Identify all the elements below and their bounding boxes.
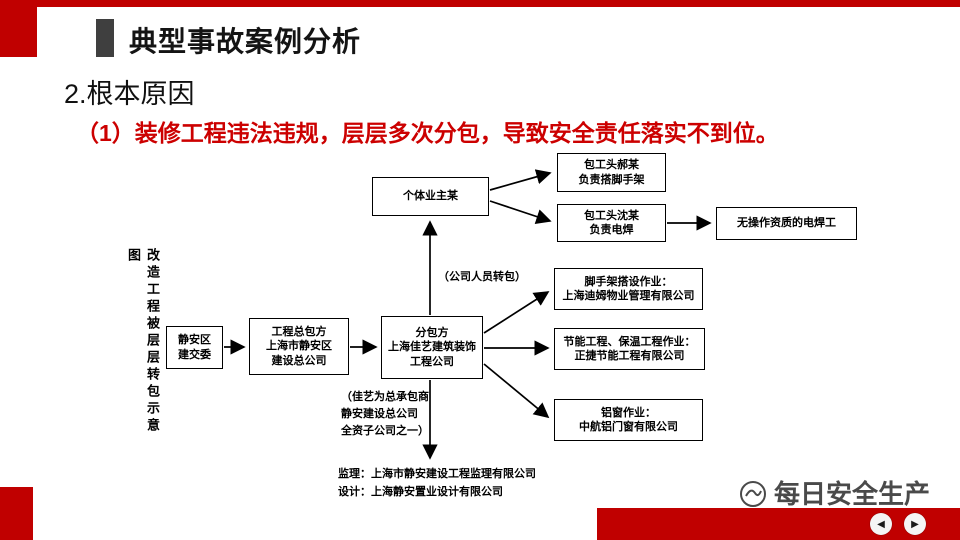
watermark-text: 每日安全生产 <box>774 480 931 510</box>
top-red-strip <box>0 0 960 7</box>
bottom-left-red-block <box>0 487 33 540</box>
diagram-side-label: 改造工程被层层转包示意图 <box>126 248 160 435</box>
title-accent-bar <box>96 19 114 57</box>
bottom-red-bar <box>597 508 960 540</box>
top-left-red-block <box>0 0 37 57</box>
prev-button[interactable]: ◀ <box>870 513 892 535</box>
box-scaffolding-company: 脚手架搭设作业： 上海迪姆物业管理有限公司 <box>554 268 703 310</box>
brand-logo-icon <box>740 481 766 507</box>
box-aluminum-window-company: 铝窗作业： 中航铝门窗有限公司 <box>554 399 703 441</box>
box-general-contractor: 工程总包方 上海市静安区 建设总公司 <box>249 318 349 375</box>
box-subcontractor: 分包方 上海佳艺建筑装饰 工程公司 <box>381 316 483 379</box>
next-icon: ▶ <box>911 518 919 530</box>
note-supervision-design: 监理：上海市静安建设工程监理有限公司 设计：上海静安置业设计有限公司 <box>338 468 536 498</box>
box-foreman-hao: 包工头郝某 负责搭脚手架 <box>557 153 666 192</box>
slide-header-title: 典型事故案例分析 <box>129 26 362 57</box>
next-button[interactable]: ▶ <box>904 513 926 535</box>
box-jingan-construction-committee: 静安区 建交委 <box>166 326 223 369</box>
box-foreman-shen: 包工头沈某 负责电焊 <box>557 204 666 242</box>
box-unlicensed-welder: 无操作资质的电焊工 <box>716 207 857 240</box>
prev-icon: ◀ <box>877 518 885 530</box>
box-energy-insulation-company: 节能工程、保温工程作业： 正捷节能工程有限公司 <box>554 328 705 370</box>
note-jiayi-subsidiary: （佳艺为总承包商 静安建设总公司 全资子公司之一） <box>341 391 429 438</box>
note-personnel-transfer: （公司人员转包） <box>438 271 526 283</box>
box-individual-owner: 个体业主某 <box>372 177 489 216</box>
section-title: 2.根本原因 <box>64 79 195 109</box>
section-subtitle: （1）装修工程违法违规，层层多次分包，导致安全责任落实不到位。 <box>76 120 779 146</box>
